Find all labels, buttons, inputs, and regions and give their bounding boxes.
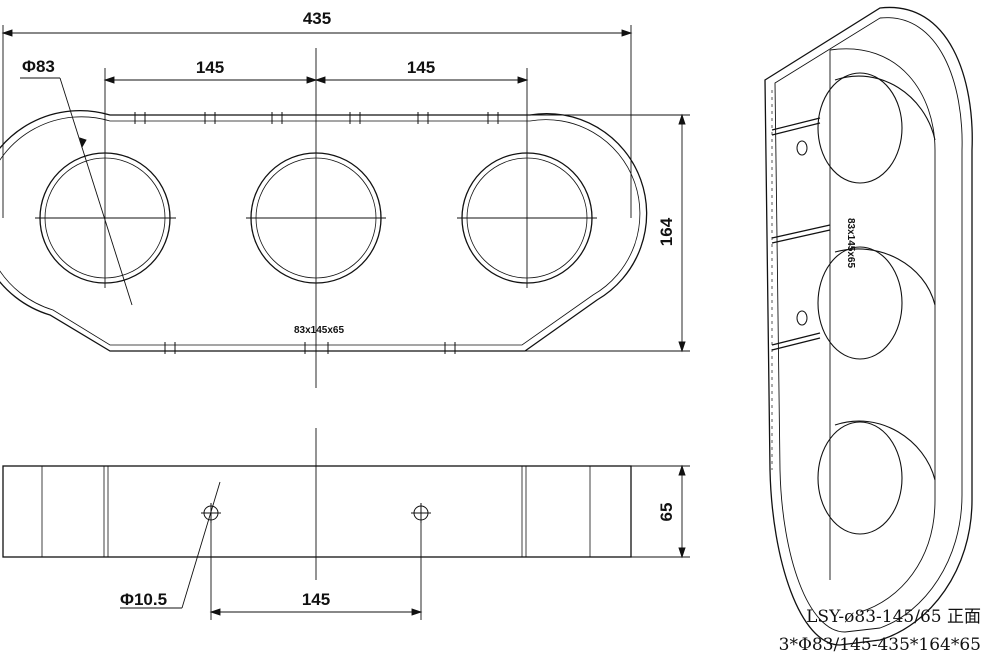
side-view-panel-lines [41,466,591,557]
dim-hole-spacing-top [103,76,529,84]
dim-depth [631,464,690,559]
leader-hole-diameter [20,77,133,306]
dim-hole-spacing-right-label: 145 [407,58,435,77]
dim-depth-label: 65 [657,503,676,522]
iso-back-panel [829,48,936,613]
model-label-top: 83x145x65 [294,325,344,336]
top-view-outline [0,109,648,352]
dim-mount-spacing [209,520,423,620]
top-view-inner-outline [0,116,641,346]
leader-mount-hole [120,481,221,609]
dim-overall-width-label: 435 [303,9,331,28]
dim-mount-spacing-label: 145 [302,590,330,609]
mount-hole-diameter-label: Φ10.5 [120,590,167,609]
hole-diameter-label: Φ83 [22,57,55,76]
dim-overall-width [1,25,633,218]
caption-line-1: LSY-ø83-145/65 正面 [806,607,981,627]
iso-cylinder-bottom [817,420,936,535]
iso-cylinder-middle [817,246,936,360]
dim-height-label: 164 [657,217,676,246]
dim-height [525,113,690,353]
iso-view [764,6,973,646]
dim-hole-spacing-left-label: 145 [196,58,224,77]
side-view [2,428,690,620]
side-view-outline [2,465,632,558]
iso-cylinder-top [817,72,936,184]
center-lines [35,48,597,388]
iso-inner-rim [774,17,963,633]
caption-line-2: 3*Φ83/145-435*164*65 [779,635,981,655]
iso-mount-hole-2 [796,310,808,326]
rib-ticks-bottom [164,342,456,354]
iso-outer-rim [764,6,973,646]
rib-ticks-top [134,112,499,124]
top-view [0,25,690,388]
iso-mount-hole-1 [796,140,808,156]
model-label-iso: 83x145x65 [845,218,856,268]
iso-ribs [771,117,831,351]
